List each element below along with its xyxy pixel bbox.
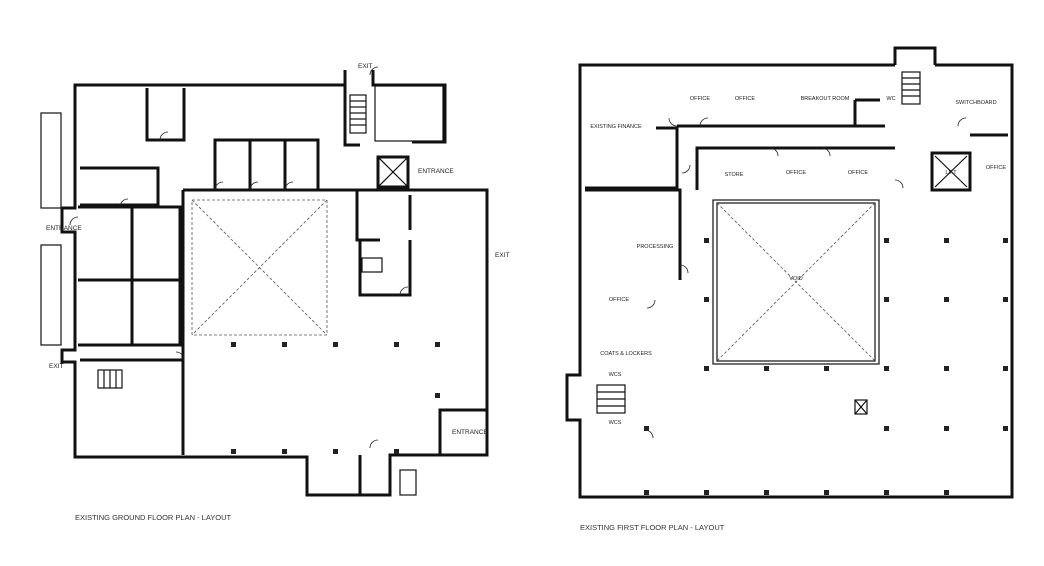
ground-north-block — [371, 70, 447, 144]
ground-room-wall — [80, 166, 160, 207]
ground-exit-west-label: EXIT — [49, 363, 63, 370]
ground-entrance-lobby — [438, 408, 487, 455]
room-office-4: OFFICE — [848, 170, 868, 176]
room-office-2: OFFICE — [735, 96, 755, 102]
ground-floor-plan: ENTRANCE ENTRANCE ENTRANCE EXIT EXIT EXI… — [40, 63, 509, 522]
first-west-stair — [596, 384, 626, 414]
room-office-5: OFFICE — [986, 165, 1006, 171]
first-hatch — [854, 399, 868, 415]
first-void-outer — [712, 199, 880, 365]
ground-west-glazing-lower — [40, 244, 62, 346]
first-north-stair — [901, 71, 921, 105]
room-coats-lockers: COATS & LOCKERS — [600, 351, 652, 357]
first-outer-wall — [565, 63, 1014, 499]
room-wcs-2: WCS — [609, 420, 622, 426]
first-columns — [644, 238, 1008, 495]
ground-stair-wall — [343, 70, 360, 147]
room-office-6: OFFICE — [609, 297, 629, 303]
ground-exit-north-label: EXIT — [358, 63, 372, 70]
ground-cellular-offices — [213, 138, 320, 190]
room-office-3: OFFICE — [786, 170, 806, 176]
ground-doors — [69, 66, 409, 449]
room-wcs-1: WCS — [609, 372, 622, 378]
ground-stair — [349, 94, 367, 134]
room-switchboard: SWITCHBOARD — [955, 100, 996, 106]
ground-lift — [376, 155, 410, 189]
room-breakout: BREAKOUT ROOM — [801, 96, 850, 102]
room-processing: PROCESSING — [637, 244, 674, 250]
first-floor-caption: EXISTING FIRST FLOOR PLAN - LAYOUT — [580, 523, 725, 532]
room-store: STORE — [725, 172, 744, 178]
ground-exit-east-label: EXIT — [495, 252, 509, 259]
ground-north-room — [374, 85, 444, 142]
ground-west-glazing — [40, 112, 62, 209]
first-doors — [644, 117, 967, 439]
ground-columns — [231, 342, 440, 454]
room-wc: WC — [886, 96, 895, 102]
ground-entrance-west-label: ENTRANCE — [46, 225, 82, 232]
ground-entrance-south-label: ENTRANCE — [452, 429, 488, 436]
ground-floor-caption: EXISTING GROUND FLOOR PLAN - LAYOUT — [75, 513, 232, 522]
ground-west-rooms — [78, 205, 182, 347]
room-existing-finance: EXISTING FINANCE — [590, 124, 642, 130]
ground-outer-wall — [60, 70, 489, 497]
first-floor-plan: EXISTING FINANCE OFFICE OFFICE BREAKOUT … — [565, 46, 1014, 532]
first-stair-core — [893, 46, 937, 65]
ground-kitchen — [358, 240, 412, 297]
ground-office-wall — [145, 88, 186, 142]
room-lift: LIFT — [945, 170, 957, 176]
room-office-1: OFFICE — [690, 96, 710, 102]
ground-entrance-north-label: ENTRANCE — [418, 168, 454, 175]
room-void: VOID — [789, 276, 802, 282]
ground-sw-stair — [97, 369, 123, 389]
first-lift — [930, 151, 972, 192]
ground-void — [191, 199, 328, 336]
